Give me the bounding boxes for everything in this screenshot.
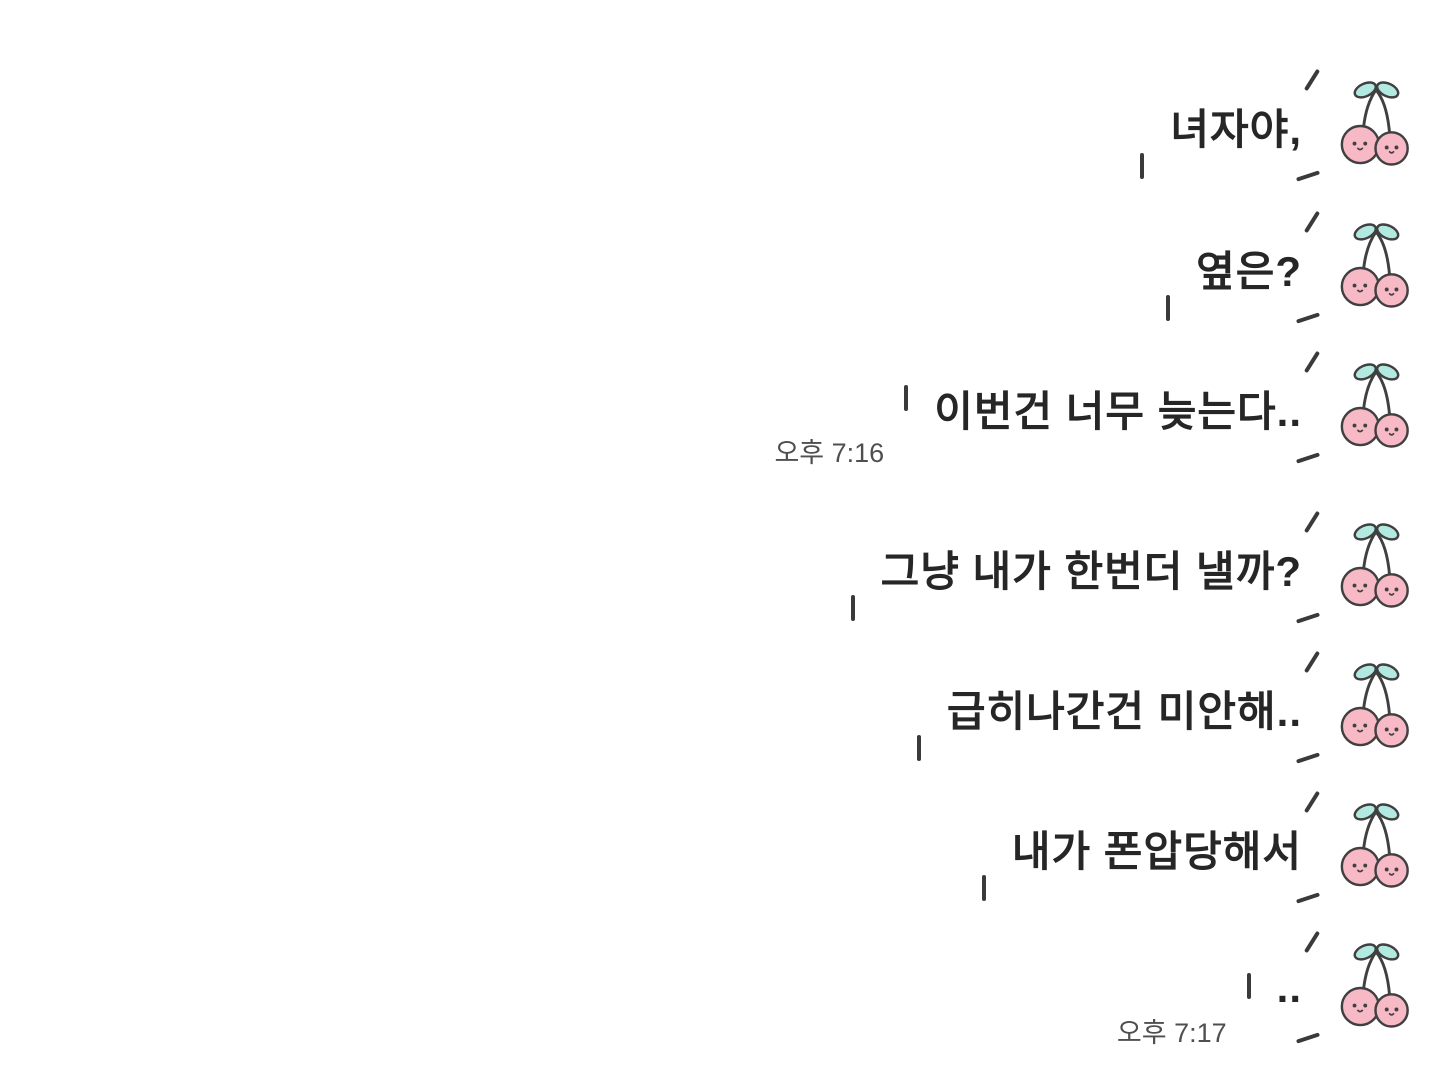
cherry-icon	[1340, 81, 1409, 166]
message-row: 옆은?	[1166, 210, 1414, 324]
accent-tick-icon	[850, 595, 855, 621]
cherry-icon	[1340, 223, 1409, 308]
message-text: 녀자야,	[1170, 105, 1302, 153]
sparkle-mark-bottom-icon	[1295, 452, 1321, 464]
sparkle-mark-bottom-icon	[1295, 1032, 1321, 1044]
cherry-sticker	[1295, 510, 1414, 624]
sparkle-mark-top-icon	[1303, 650, 1321, 674]
message-row: 오후 7:16 이번건 너무 늦는다..	[774, 350, 1414, 468]
sparkle-mark-top-icon	[1303, 68, 1321, 92]
cherry-icon	[1340, 663, 1409, 748]
cherry-icon	[1340, 363, 1409, 448]
cherry-sticker	[1295, 650, 1414, 764]
cherry-icon	[1340, 803, 1409, 888]
accent-tick-icon	[1246, 973, 1251, 999]
message-row: 그냥 내가 한번더 낼까?	[850, 510, 1414, 624]
message-row: 녀자야,	[1140, 68, 1414, 182]
cherry-icon	[1340, 523, 1409, 608]
cherry-sticker	[1295, 790, 1414, 904]
message-row: 오후 7:17 ..	[1117, 930, 1414, 1048]
accent-tick-icon	[981, 875, 986, 901]
message-row: 내가 폰압당해서	[981, 790, 1414, 904]
sparkle-mark-top-icon	[1303, 930, 1321, 954]
sparkle-mark-bottom-icon	[1295, 752, 1321, 764]
cherry-sticker	[1295, 210, 1414, 324]
message-text: ..	[1276, 964, 1302, 1011]
sparkle-mark-top-icon	[1303, 210, 1321, 234]
cherry-sticker	[1295, 350, 1414, 464]
accent-tick-icon	[1140, 153, 1145, 179]
sparkle-mark-bottom-icon	[1295, 612, 1321, 624]
message-timestamp: 오후 7:16	[774, 438, 885, 468]
message-text: 그냥 내가 한번더 낼까?	[880, 547, 1302, 595]
cherry-sticker	[1295, 930, 1414, 1044]
cherry-sticker	[1295, 68, 1414, 182]
accent-tick-icon	[916, 735, 921, 761]
message-text: 급히나간건 미안해..	[946, 687, 1302, 735]
message-row: 급히나간건 미안해..	[916, 650, 1414, 764]
sparkle-mark-top-icon	[1303, 790, 1321, 814]
message-text: 이번건 너무 늦는다..	[934, 387, 1302, 435]
message-text: 내가 폰압당해서	[1011, 827, 1302, 875]
sparkle-mark-bottom-icon	[1295, 170, 1321, 182]
sparkle-mark-top-icon	[1303, 510, 1321, 534]
message-text: 옆은?	[1196, 247, 1302, 295]
sparkle-mark-bottom-icon	[1295, 312, 1321, 324]
cherry-icon	[1340, 943, 1409, 1028]
message-timestamp: 오후 7:17	[1116, 1018, 1227, 1048]
sparkle-mark-top-icon	[1303, 350, 1321, 374]
accent-tick-icon	[904, 385, 909, 411]
sparkle-mark-bottom-icon	[1295, 892, 1321, 904]
accent-tick-icon	[1166, 295, 1171, 321]
